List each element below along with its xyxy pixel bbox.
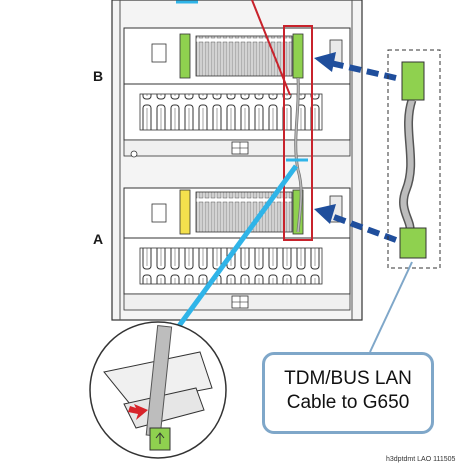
shelf-b-card-slots: [195, 35, 293, 77]
zoom-circle: [89, 321, 227, 459]
highlight-box: [283, 25, 313, 241]
zoom-line: [173, 164, 299, 332]
cable-detail-box: [387, 49, 441, 269]
cable-top-connector: [401, 61, 425, 101]
shelf-a-left-connector: [179, 189, 191, 235]
document-id: h3dptdmt LAO 111505: [386, 456, 456, 463]
callout-pointer: [369, 261, 413, 353]
shelf-b-chip-row: [139, 93, 323, 131]
callout-line-2: Cable to G650: [286, 392, 410, 413]
shelf-b-label: B: [93, 68, 104, 84]
shelf-a-card-slots: [195, 191, 293, 233]
shelf-a-right-connector: [292, 189, 304, 235]
red-arrow-icon: [128, 404, 148, 420]
callout-line-1: TDM/BUS LAN: [284, 368, 412, 389]
dashed-arrow-icon-b: [314, 52, 397, 81]
callout-box: TDM/BUS LAN Cable to G650: [262, 352, 434, 434]
shelf-b-left-connector: [179, 33, 191, 79]
cable-bottom-connector: [399, 227, 427, 259]
ribbon-cable-icon: [399, 61, 427, 259]
shelf-b: [123, 27, 351, 158]
dashed-arrow-icon-a: [314, 204, 398, 243]
shelf-a-label: A: [93, 231, 104, 247]
shelf-b-right-connector: [292, 33, 304, 79]
